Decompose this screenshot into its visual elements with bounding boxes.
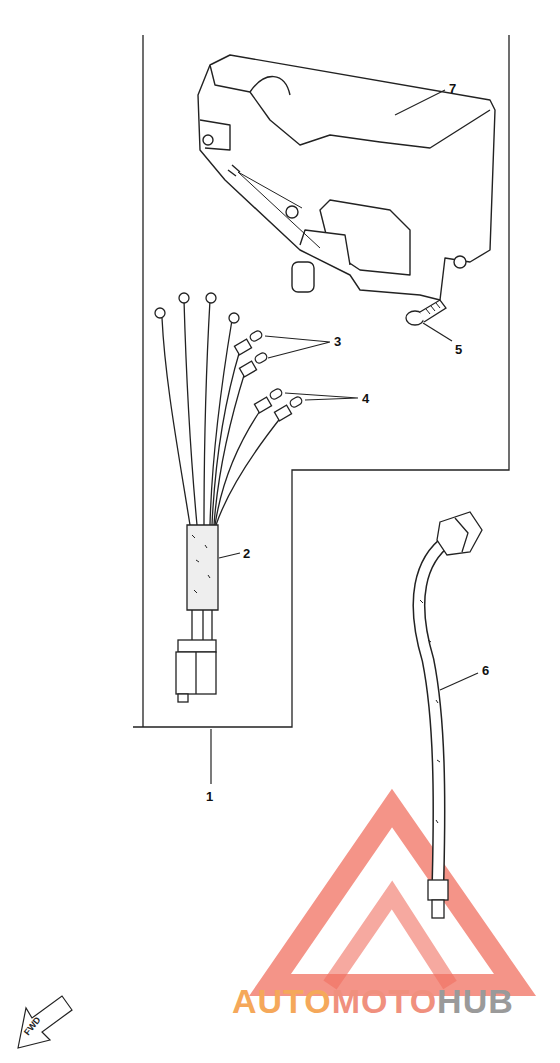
watermark-triangle bbox=[270, 808, 515, 985]
watermark-text: AUTO bbox=[232, 984, 332, 1018]
callout-number: 5 bbox=[455, 343, 462, 356]
harness-connector bbox=[176, 610, 216, 702]
leader-line bbox=[440, 673, 478, 690]
watermark-text: HUB bbox=[437, 984, 514, 1018]
leader-line bbox=[210, 729, 211, 784]
watermark-text: MOTO bbox=[332, 984, 437, 1018]
screw bbox=[406, 300, 446, 325]
bulb-socket bbox=[234, 330, 303, 421]
watermark: AUTOMOTOHUB bbox=[232, 984, 514, 1018]
fwd-arrow bbox=[18, 996, 72, 1048]
meter-housing bbox=[198, 55, 495, 300]
leader-line bbox=[395, 90, 445, 115]
sensor-cable bbox=[419, 512, 482, 918]
group-outline bbox=[133, 35, 509, 727]
leader-line bbox=[423, 323, 452, 341]
leader-line bbox=[265, 336, 358, 400]
callout-number: 3 bbox=[334, 335, 341, 348]
callout-number: 6 bbox=[482, 664, 489, 677]
callout-number: 4 bbox=[362, 392, 369, 405]
callout-number: 1 bbox=[206, 790, 213, 803]
sleeve-tube bbox=[187, 525, 218, 610]
callout-number: 2 bbox=[243, 547, 250, 560]
wire-harness bbox=[155, 293, 282, 525]
callout-number: 7 bbox=[449, 82, 456, 95]
leader-line bbox=[219, 553, 240, 558]
